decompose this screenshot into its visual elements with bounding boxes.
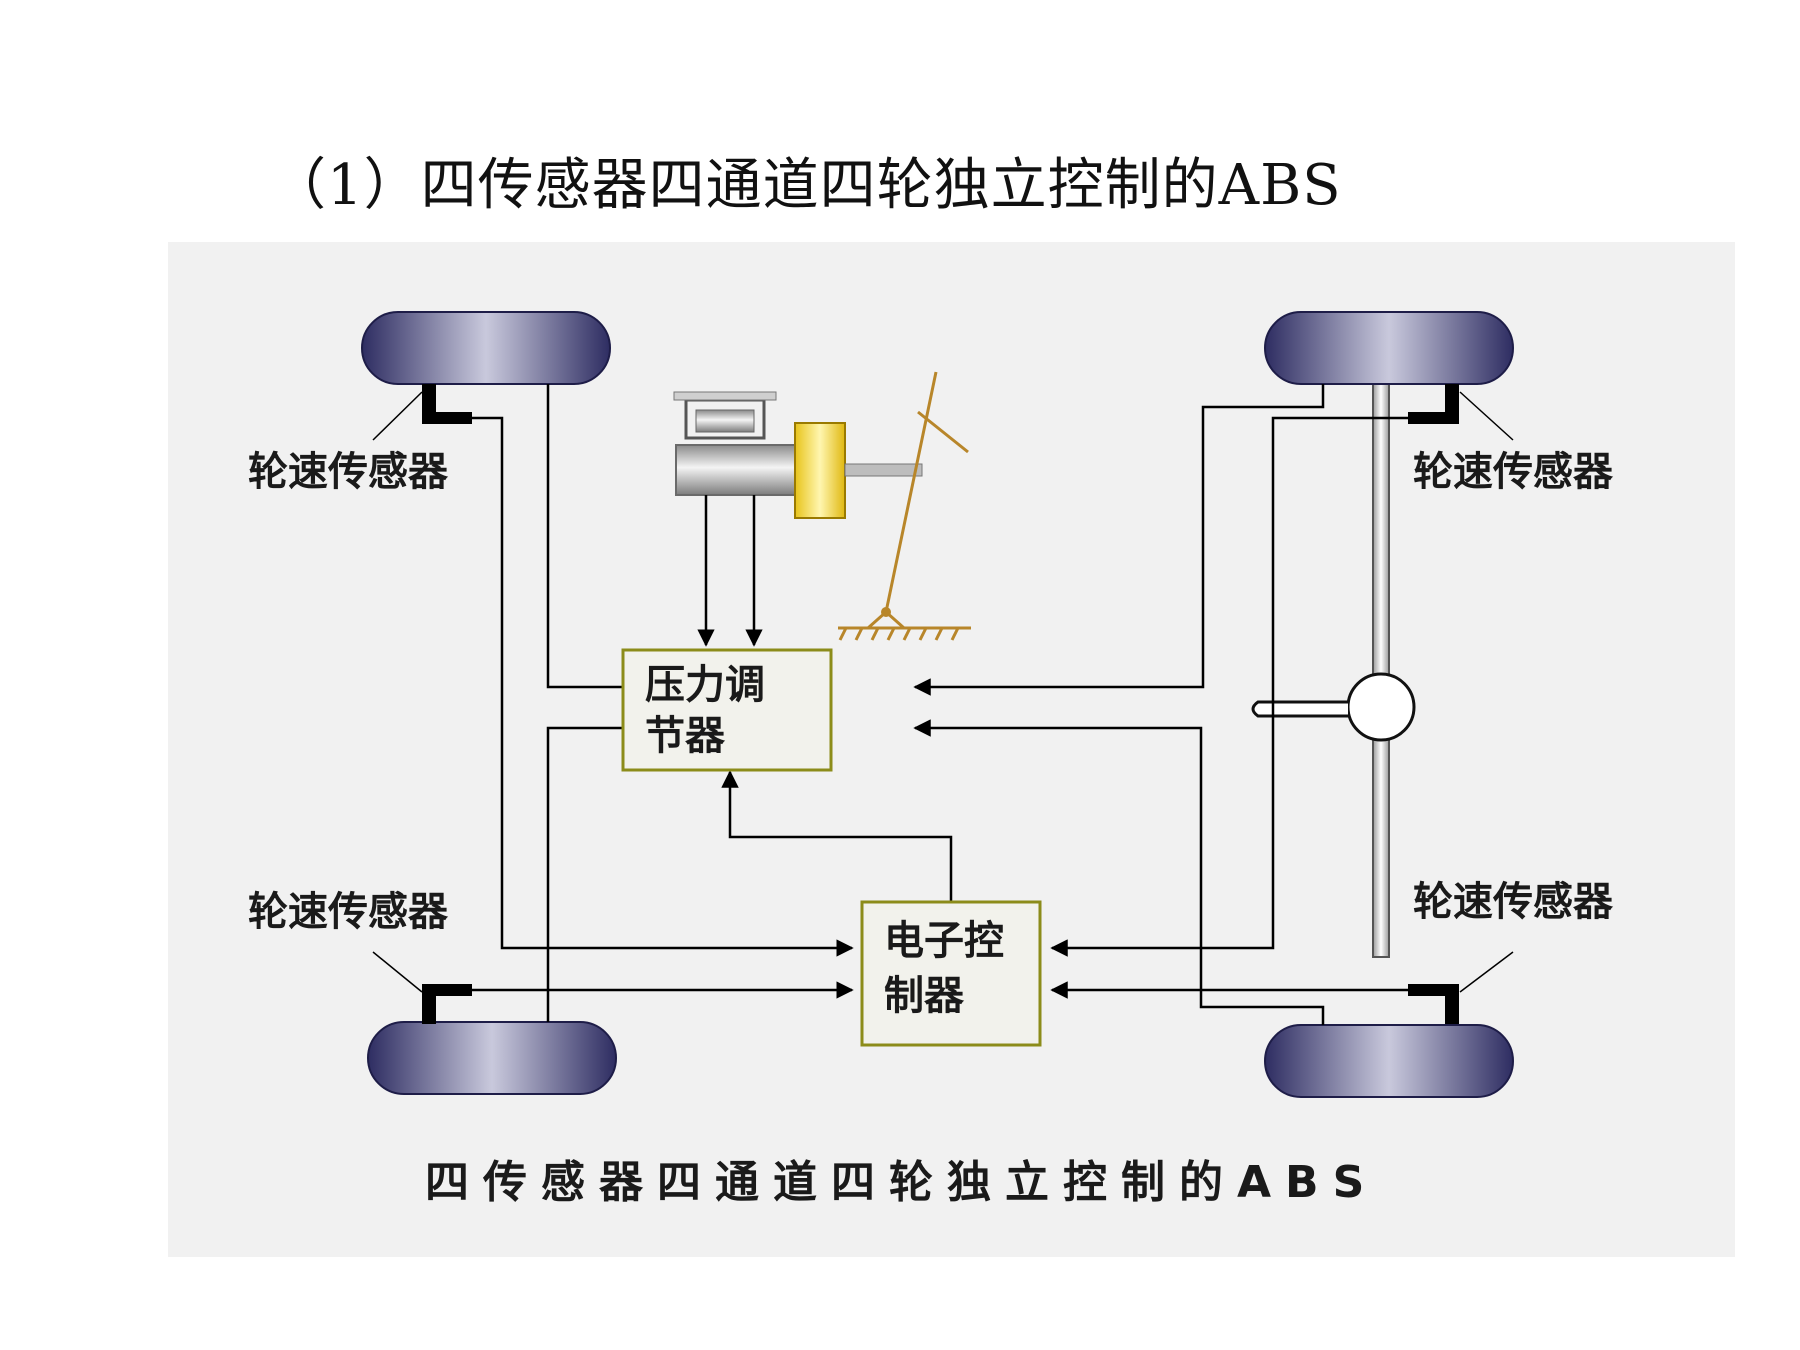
brake-lines (546, 384, 1325, 1025)
wheel-front-right (1264, 311, 1514, 385)
pressure-modulator-line2: 节器 (645, 713, 726, 759)
sensor-label-rear-left: 轮速传感器 (248, 889, 449, 935)
sensor-leader-lines (372, 391, 1514, 993)
drive-shaft (1251, 700, 1348, 718)
sensor-front-right (1408, 384, 1459, 424)
sensor-signal-lines (472, 416, 1408, 999)
ecu: 电子控 制器 (860, 900, 1042, 1047)
differential (1346, 672, 1416, 742)
sensor-label-rear-right: 轮速传感器 (1413, 879, 1614, 925)
sensor-rear-right (1408, 984, 1459, 1024)
rear-axle (1372, 336, 1390, 958)
ecu-control-line (721, 770, 953, 902)
pedal-pivot (881, 607, 891, 617)
pressure-modulator-line1: 压力调 (645, 662, 765, 708)
master-cylinder (673, 391, 923, 519)
wheel-front-left (361, 311, 611, 385)
wheel-rear-right (1264, 1024, 1514, 1098)
wheel-rear-left (367, 1021, 617, 1095)
sensor-label-front-left: 轮速传感器 (248, 449, 449, 495)
ecu-line2: 制器 (884, 973, 965, 1019)
slide-title: （1）四传感器四通道四轮独立控制的ABS (270, 153, 1342, 218)
brake-pedal (838, 371, 971, 641)
sensor-label-front-right: 轮速传感器 (1413, 449, 1614, 495)
sensor-front-left (422, 384, 472, 424)
diagram-caption: 四传感器四通道四轮独立控制的ABS (425, 1157, 1378, 1208)
sensor-rear-left (422, 984, 472, 1024)
master-cylinder-outlets (697, 495, 763, 647)
ecu-line1: 电子控 (884, 918, 1004, 964)
abs-diagram-panel: 轮速传感器 轮速传感器 轮速传感器 轮速传感器 (168, 242, 1735, 1257)
pressure-modulator: 压力调 节器 (621, 648, 833, 772)
